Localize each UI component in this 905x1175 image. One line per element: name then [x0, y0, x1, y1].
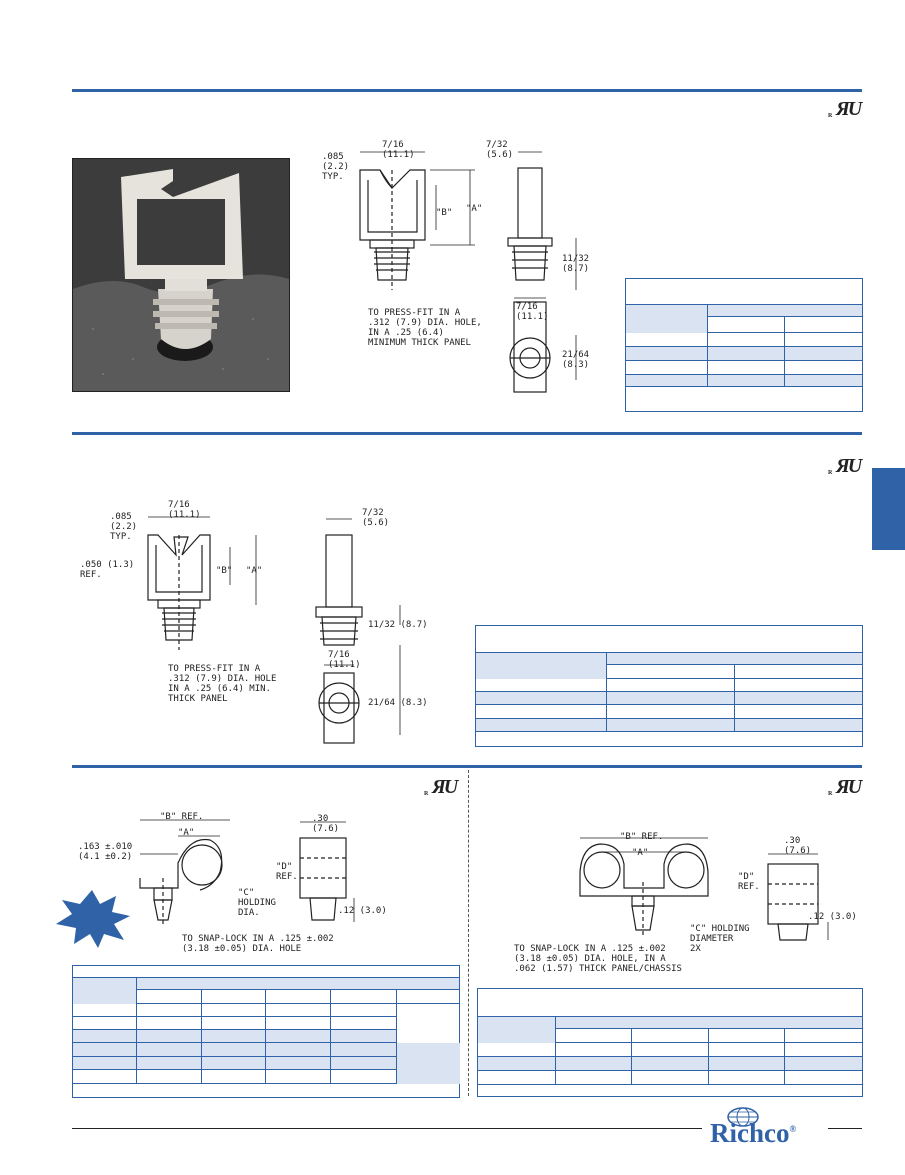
table-row: [476, 626, 862, 653]
dimension-label: 7/16 (11.1): [168, 500, 201, 520]
table-header-cell: [626, 305, 707, 333]
clip-side-view-drawing: [299, 821, 355, 922]
dimension-label: 21/64 (8.3): [562, 350, 590, 370]
dimension-label: 11/32 (8.7): [562, 254, 590, 274]
product-photo-image: [73, 159, 289, 391]
richco-logo: Richco®: [710, 1118, 796, 1149]
table-row: [478, 1057, 862, 1071]
specification-table: [477, 988, 863, 1097]
globe-icon: [727, 1107, 759, 1127]
table-row: [476, 679, 862, 692]
table-row: [73, 1030, 396, 1043]
press-fit-note: TO PRESS-FIT IN A .312 (7.9) DIA. HOLE, …: [368, 308, 482, 348]
table-row: [478, 1043, 862, 1057]
table-row: [73, 1070, 459, 1084]
dimension-label: "A": [632, 848, 649, 858]
table-row: [626, 333, 862, 347]
table-row: [476, 705, 862, 719]
dimension-label: .050 (1.3) REF.: [80, 560, 135, 580]
section-divider-lower: [72, 765, 862, 768]
clip-side-view-drawing: [315, 518, 401, 744]
table-row: [136, 990, 459, 1004]
snap-lock-note: TO SNAP-LOCK IN A .125 ±.002 (3.18 ±0.05…: [514, 944, 682, 974]
clip-side-view-drawing: [507, 151, 577, 393]
brand-name: Richco: [710, 1118, 790, 1148]
table-row: [73, 1043, 459, 1057]
table-row: [73, 1057, 396, 1070]
dimension-label: 7/16 (11.1): [328, 650, 361, 670]
table-row: [707, 305, 862, 317]
table-row: [626, 361, 862, 375]
table-row: [626, 279, 862, 305]
specification-table: [625, 278, 863, 412]
dimension-label: "B" REF.: [620, 832, 664, 842]
dimension-label: 11/32 (8.7): [368, 620, 428, 630]
dimension-label: 7/32 (5.6): [362, 508, 390, 528]
clip-front-view-drawing: [359, 151, 475, 290]
dimension-label: "B": [436, 208, 453, 218]
dimension-label: 7/32 (5.6): [486, 140, 514, 160]
double-clip-drawing: [579, 837, 709, 936]
dimension-label: .12 (3.0): [338, 906, 387, 916]
dimension-label: "D" REF.: [738, 872, 760, 892]
press-fit-note: TO PRESS-FIT IN A .312 (7.9) DIA. HOLE I…: [168, 664, 277, 704]
dimension-label: .163 ±.010 (4.1 ±0.2): [78, 842, 133, 862]
product-photo: [72, 158, 290, 392]
table-row: [606, 653, 862, 665]
table-row: [626, 347, 862, 361]
table-header-cell: [73, 978, 136, 1004]
starburst-icon: [56, 890, 130, 948]
table-row: [626, 375, 862, 387]
table-cell: [397, 1043, 460, 1084]
dimension-label: 7/16 (11.1): [516, 302, 549, 322]
section-tab: [872, 468, 905, 550]
table-header-cell: [476, 653, 606, 679]
table-row: [555, 1017, 862, 1029]
table-row: [478, 1071, 862, 1085]
dimension-label: "A": [178, 828, 195, 838]
table-row: [476, 719, 862, 732]
section-divider-top: [72, 89, 862, 92]
registered-mark: ®: [789, 1124, 797, 1134]
dimension-label: "B" REF.: [160, 812, 204, 822]
dimension-label: .30 (7.6): [312, 814, 340, 834]
clip-front-view-drawing: [147, 516, 257, 650]
dimension-label: "C" HOLDING DIAMETER 2X: [690, 924, 750, 954]
table-header-cell: [478, 1017, 555, 1043]
footer-rule: [72, 1128, 702, 1129]
dimension-label: .085 (2.2) TYP.: [322, 152, 350, 182]
dimension-label: 7/16 (11.1): [382, 140, 415, 160]
specification-table: [72, 965, 460, 1098]
clip-side-view-drawing: [767, 853, 829, 941]
table-row: [136, 978, 459, 990]
table-row: [478, 989, 862, 1017]
dimension-label: "B": [216, 566, 233, 576]
dimension-label: .12 (3.0): [808, 912, 857, 922]
dimension-label: "A": [246, 566, 263, 576]
dimension-label: 21/64 (8.3): [368, 698, 428, 708]
snap-lock-note: TO SNAP-LOCK IN A .125 ±.002 (3.18 ±0.05…: [182, 934, 334, 954]
table-row: [73, 1004, 396, 1017]
column-divider: [468, 770, 469, 1096]
dimension-label: .30 (7.6): [784, 836, 812, 856]
dimension-label: .085 (2.2) TYP.: [110, 512, 138, 542]
table-row: [476, 692, 862, 705]
specification-table: [475, 625, 863, 747]
dimension-label: "A": [466, 204, 483, 214]
dimension-label: "C" HOLDING DIA.: [238, 888, 276, 918]
dimension-label: "D" REF.: [276, 862, 298, 882]
table-row: [73, 1017, 396, 1030]
footer-rule-right: [828, 1128, 862, 1129]
single-clip-drawing: [139, 819, 230, 926]
section-divider-middle: [72, 432, 862, 435]
table-row: [73, 966, 459, 978]
